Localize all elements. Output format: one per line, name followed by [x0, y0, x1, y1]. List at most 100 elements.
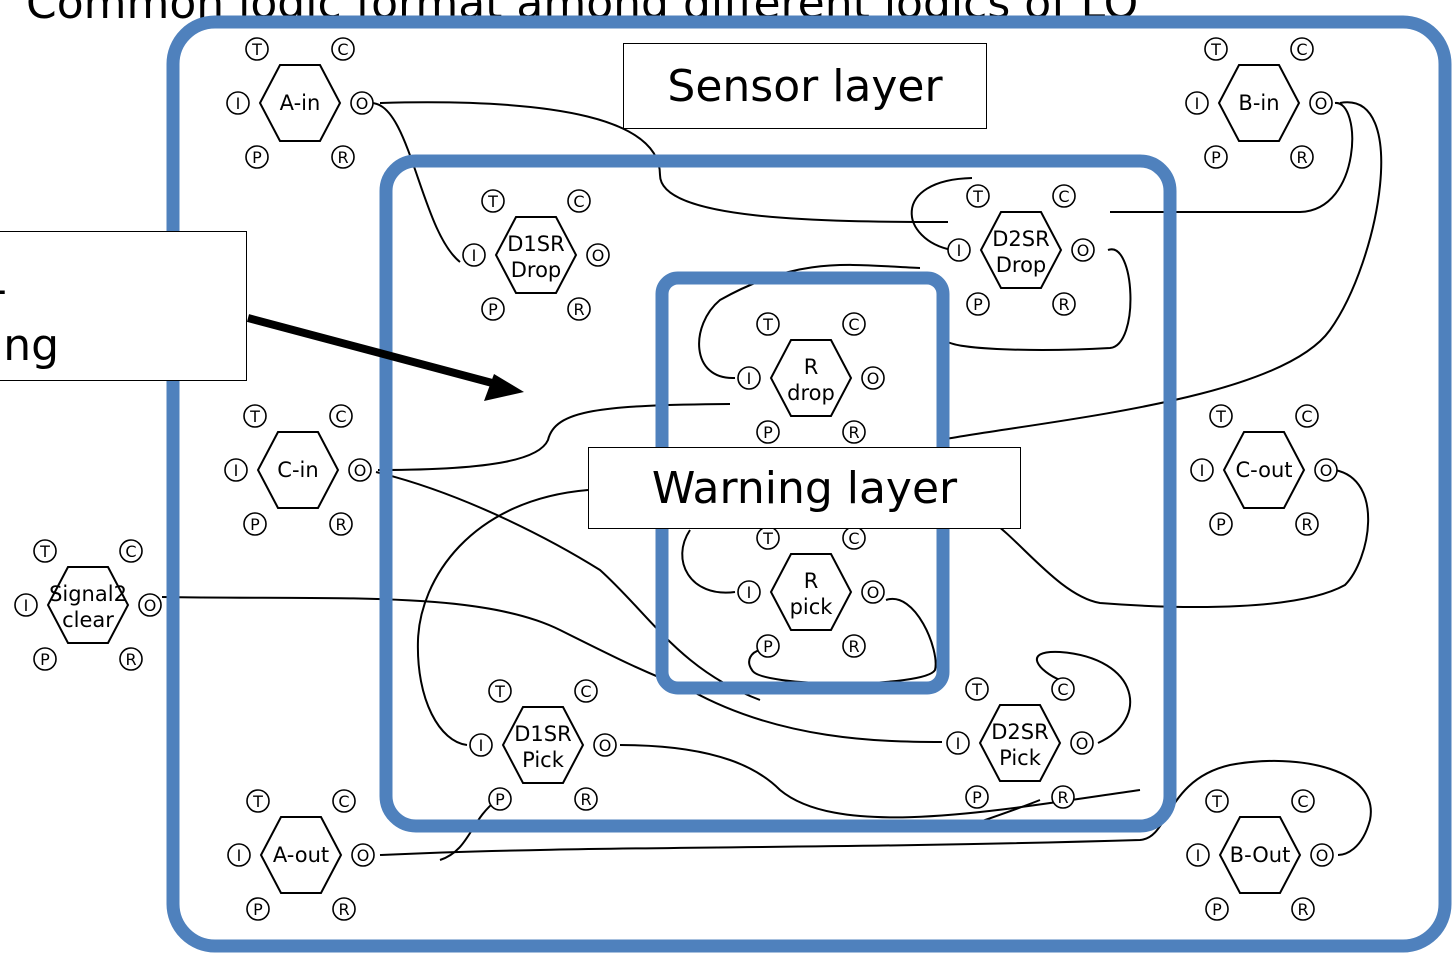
port-o-circle: [1070, 731, 1094, 755]
port-c-label: C: [338, 792, 349, 811]
port-o-label: O: [1077, 241, 1090, 260]
port-o-label: O: [1316, 846, 1329, 865]
port-c-label: C: [125, 542, 136, 561]
port-p-circle: [488, 787, 512, 811]
port-t-circle: [488, 679, 512, 703]
node-hexagon: [259, 816, 343, 894]
port-p-circle: [33, 647, 57, 671]
port-r-circle: [574, 787, 598, 811]
port-c-circle: [119, 539, 143, 563]
port-t-label: T: [494, 682, 505, 701]
port-o-label: O: [867, 369, 880, 388]
wire: [161, 596, 943, 743]
port-t-label: T: [1215, 407, 1226, 426]
port-c-label: C: [848, 315, 859, 334]
port-r-circle: [119, 647, 143, 671]
port-i-label: I: [747, 369, 752, 388]
port-r-label: R: [1296, 148, 1307, 167]
port-i-label: I: [237, 846, 242, 865]
node-label: Pick: [522, 748, 565, 772]
port-o-circle: [586, 243, 610, 267]
node-hexagon: [1218, 816, 1302, 894]
port-o-circle: [861, 580, 885, 604]
port-r-label: R: [337, 148, 348, 167]
port-o-circle: [351, 843, 375, 867]
port-t-circle: [243, 404, 267, 428]
port-i-label: I: [1195, 94, 1200, 113]
port-t-label: T: [1210, 40, 1221, 59]
port-p-label: P: [495, 790, 505, 809]
port-c-label: C: [1057, 680, 1068, 699]
port-i-label: I: [24, 596, 29, 615]
node-hexagon: [258, 64, 342, 142]
port-i-label: I: [1200, 461, 1205, 480]
port-c-circle: [574, 679, 598, 703]
port-i-label: I: [236, 94, 241, 113]
port-i-label: I: [957, 241, 962, 260]
port-p-circle: [965, 785, 989, 809]
port-r-label: R: [580, 790, 591, 809]
port-r-label: R: [1057, 788, 1068, 807]
node-label: C-in: [277, 458, 318, 482]
port-p-label: P: [40, 650, 50, 669]
port-c-circle: [842, 312, 866, 336]
port-p-circle: [1209, 512, 1233, 536]
callout-box: - ing: [0, 231, 247, 381]
port-o-label: O: [592, 246, 605, 265]
port-t-circle: [756, 312, 780, 336]
node-label: Signal2: [49, 582, 127, 606]
wire: [379, 101, 949, 223]
wire: [369, 101, 461, 263]
wire: [375, 471, 761, 701]
port-p-label: P: [1212, 900, 1222, 919]
port-c-circle: [332, 789, 356, 813]
node-hexagon: [494, 216, 578, 294]
port-p-label: P: [763, 637, 773, 656]
node-label: B-Out: [1230, 843, 1291, 867]
node-hexagon: [978, 704, 1062, 782]
port-o-circle: [861, 366, 885, 390]
port-c-circle: [1290, 37, 1314, 61]
node-hexagon: [501, 706, 585, 784]
port-i-label: I: [956, 734, 961, 753]
node-label: clear: [62, 608, 114, 632]
port-o-label: O: [1320, 461, 1333, 480]
port-r-circle: [842, 634, 866, 658]
port-r-label: R: [335, 515, 346, 534]
warning-layer-label: Warning layer: [588, 447, 1021, 529]
port-c-circle: [1291, 789, 1315, 813]
port-i-label: I: [747, 583, 752, 602]
port-t-circle: [1209, 404, 1233, 428]
port-r-label: R: [1301, 515, 1312, 534]
port-i-circle: [737, 366, 761, 390]
port-o-label: O: [357, 846, 370, 865]
port-c-circle: [329, 404, 353, 428]
port-p-circle: [481, 297, 505, 321]
port-r-circle: [567, 297, 591, 321]
port-i-circle: [737, 580, 761, 604]
node-label: D1SR: [514, 722, 571, 746]
node-hexagon: [46, 566, 130, 644]
port-p-circle: [756, 634, 780, 658]
node-label: D2SR: [992, 227, 1049, 251]
sensor-layer-border: [166, 15, 1452, 953]
port-t-label: T: [249, 407, 260, 426]
port-t-label: T: [252, 792, 263, 811]
wire: [945, 248, 1132, 351]
port-r-label: R: [1058, 295, 1069, 314]
port-p-label: P: [763, 423, 773, 442]
node-label: pick: [790, 595, 834, 619]
wire: [910, 177, 973, 251]
port-r-circle: [331, 145, 355, 169]
connection-wires: [161, 101, 1383, 861]
port-c-label: C: [337, 40, 348, 59]
node-hexagon: [769, 339, 853, 417]
wire: [698, 263, 921, 380]
